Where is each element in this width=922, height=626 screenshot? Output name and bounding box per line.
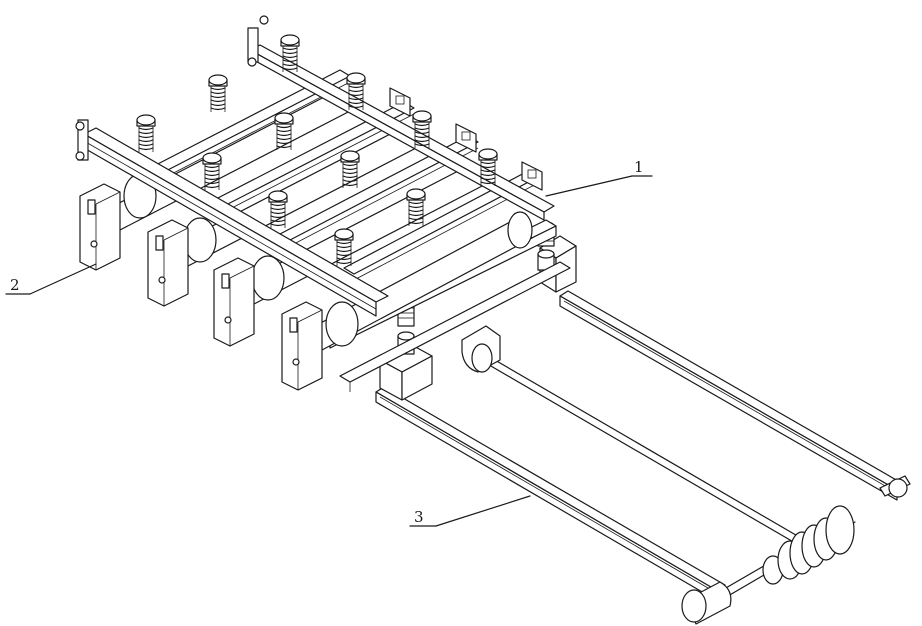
- spring-4: [478, 148, 498, 186]
- label-3: 3: [414, 508, 424, 526]
- right-guide-rail: [559, 290, 906, 501]
- left-slide-clamp: [379, 299, 433, 401]
- side-bracket-2: [147, 219, 189, 307]
- spring-6: [274, 112, 294, 150]
- frame-tab-3: [521, 161, 543, 191]
- shaft-coupling: [762, 505, 855, 585]
- spring-array: [136, 34, 498, 266]
- spring-9: [136, 114, 156, 152]
- spring-2: [346, 72, 366, 110]
- callout-3: 3: [409, 495, 531, 527]
- frame-tab-1: [389, 87, 411, 117]
- spring-12: [334, 228, 354, 266]
- spring-8: [406, 188, 426, 226]
- spring-3: [412, 110, 432, 148]
- callout-2: 2: [5, 263, 97, 295]
- end-cross-rail: [879, 475, 911, 498]
- frame-tab-2: [455, 123, 477, 153]
- drive-motor: [681, 581, 732, 625]
- side-bracket-1: [79, 183, 121, 271]
- screw-bearing-block: [461, 325, 501, 373]
- spring-1: [280, 34, 300, 72]
- lead-screw: [483, 355, 826, 559]
- spring-5: [208, 74, 228, 112]
- spring-11: [268, 190, 288, 228]
- left-guide-rail: [375, 386, 726, 601]
- top-press-frame: [75, 15, 555, 317]
- spring-7: [340, 150, 360, 188]
- label-2: 2: [10, 276, 20, 294]
- label-1: 1: [634, 158, 644, 176]
- side-bracket-4: [281, 301, 323, 391]
- spring-10: [202, 152, 222, 190]
- side-bracket-3: [213, 257, 255, 347]
- callout-1: 1: [545, 158, 653, 197]
